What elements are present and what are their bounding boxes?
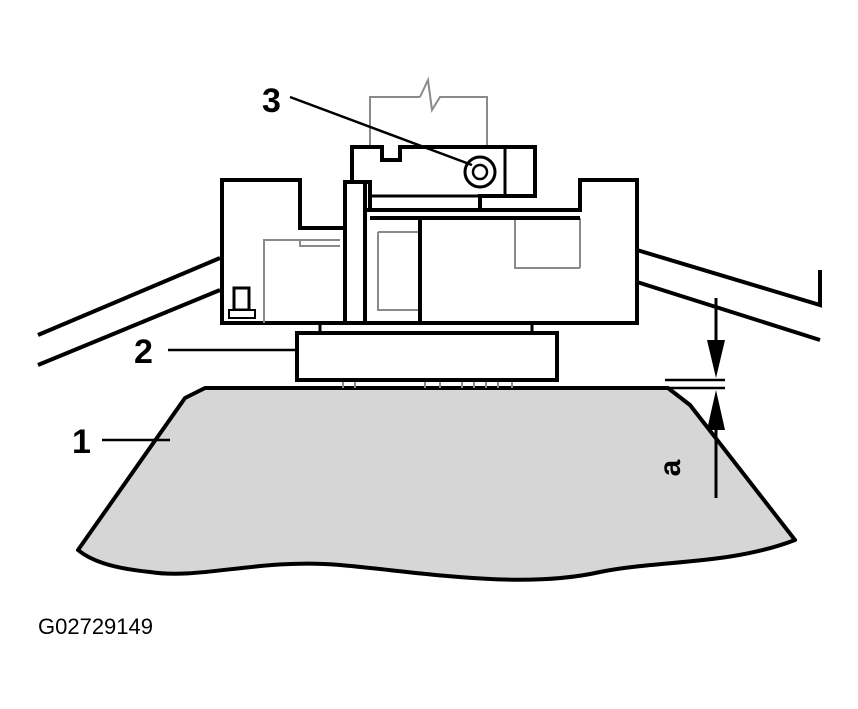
callout-1: 1 [72,423,91,461]
callout-3: 3 [262,82,281,120]
right-rail [636,248,822,342]
figure-id: G02729149 [38,614,153,639]
upper-bracket [350,76,537,212]
main-housing [220,178,639,325]
left-rail [37,256,221,367]
leader-lines [102,95,473,442]
dimension-a-indicator [665,298,725,498]
callout-2: 2 [134,333,153,371]
spacer-block-2 [295,321,559,382]
screw-icon [463,155,497,189]
dimension-label-a: a [654,459,687,476]
base-component-1 [76,386,797,582]
